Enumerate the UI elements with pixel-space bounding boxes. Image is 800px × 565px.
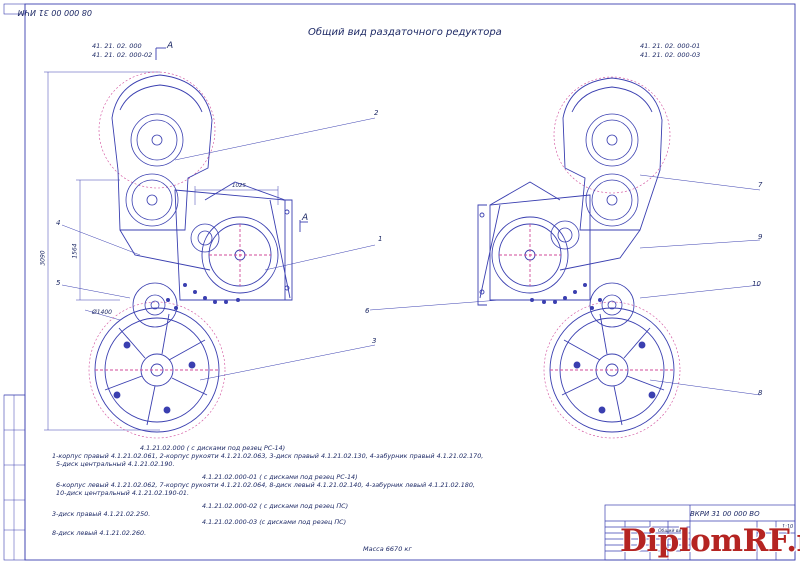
note-1-head: 4.1.21.02.000 ( с дисками под резец РС-1… [140, 444, 286, 452]
callout-10: 10 [752, 280, 761, 288]
drawing-title: Общий вид раздаточного редуктора [308, 27, 502, 38]
callout-3: 3 [372, 337, 377, 345]
callout-8: 8 [758, 389, 763, 397]
left-variant-code-2: 41. 21. 02. 000-02 [92, 51, 153, 59]
right-variant-code-2: 41. 21. 02. 000-03 [640, 51, 701, 59]
note-4-head: 4.1.21.02.000-03 (с дисками под резец ПС… [202, 518, 347, 526]
right-variant-codes: 41. 21. 02. 000-01 41. 21. 02. 000-03 [640, 42, 700, 60]
stamp-scale: 1:10 [782, 524, 794, 530]
callout-2: 2 [374, 109, 379, 117]
dim-overall-height: 3090 [39, 250, 47, 266]
dim-inner-height: 1564 [71, 243, 79, 259]
callout-6: 6 [365, 307, 370, 315]
dim-disk-diameter: Ø1400 [92, 309, 112, 316]
note-1-line-1: 1-корпус правый 4.1.21.02.061, 2-корпус … [52, 452, 484, 460]
left-gearbox-view [44, 47, 376, 439]
left-variant-code-1: 41. 21. 02. 000 [92, 42, 142, 50]
note-2-line-1: 6-корпус левый 4.1.21.02.062, 7-корпус р… [56, 481, 475, 489]
sheet-code-top: 08 000 00 31 ИЧМ [17, 8, 92, 17]
right-variant-code-1: 41. 21. 02. 000-01 [640, 42, 701, 50]
note-4-line-1: 8-диск левый 4.1.21.02.260. [52, 529, 147, 537]
right-gearbox-view [369, 76, 761, 439]
callout-1: 1 [378, 235, 383, 243]
callout-4: 4 [56, 219, 61, 227]
title-block [604, 504, 796, 561]
side-stamp [3, 394, 26, 561]
sheet-frame [24, 3, 796, 561]
section-label-side: A [302, 213, 309, 223]
note-2-line-2: 10-диск центральный 4.1.21.02.190-01. [56, 489, 190, 497]
diplomrf-watermark: DiplomRF.ru [620, 523, 800, 559]
callout-9: 9 [758, 233, 763, 241]
callout-7: 7 [758, 181, 763, 189]
left-variant-codes: 41. 21. 02. 000 41. 21. 02. 000-02 [92, 42, 152, 60]
callout-5: 5 [56, 279, 61, 287]
note-3-line-1: 3-диск правый 4.1.21.02.250. [52, 510, 151, 518]
mass-label: Масса 6670 кг [363, 545, 412, 553]
section-label-top: A [167, 41, 174, 51]
stamp-title: Общий вид [658, 529, 685, 534]
stamp-code: ВКРИ 31 00 000 ВО [690, 510, 760, 518]
note-2-head: 4.1.21.02.000-01 ( с дисками под резец Р… [202, 473, 358, 481]
notes-block: 4.1.21.02.000 ( с дисками под резец РС-1… [52, 444, 483, 537]
note-1-line-2: 5-диск центральный 4.1.21.02.190. [56, 460, 175, 468]
dim-width: 1025 [232, 183, 246, 189]
note-3-head: 4.1.21.02.000-02 ( с дисками под резец П… [202, 502, 349, 510]
